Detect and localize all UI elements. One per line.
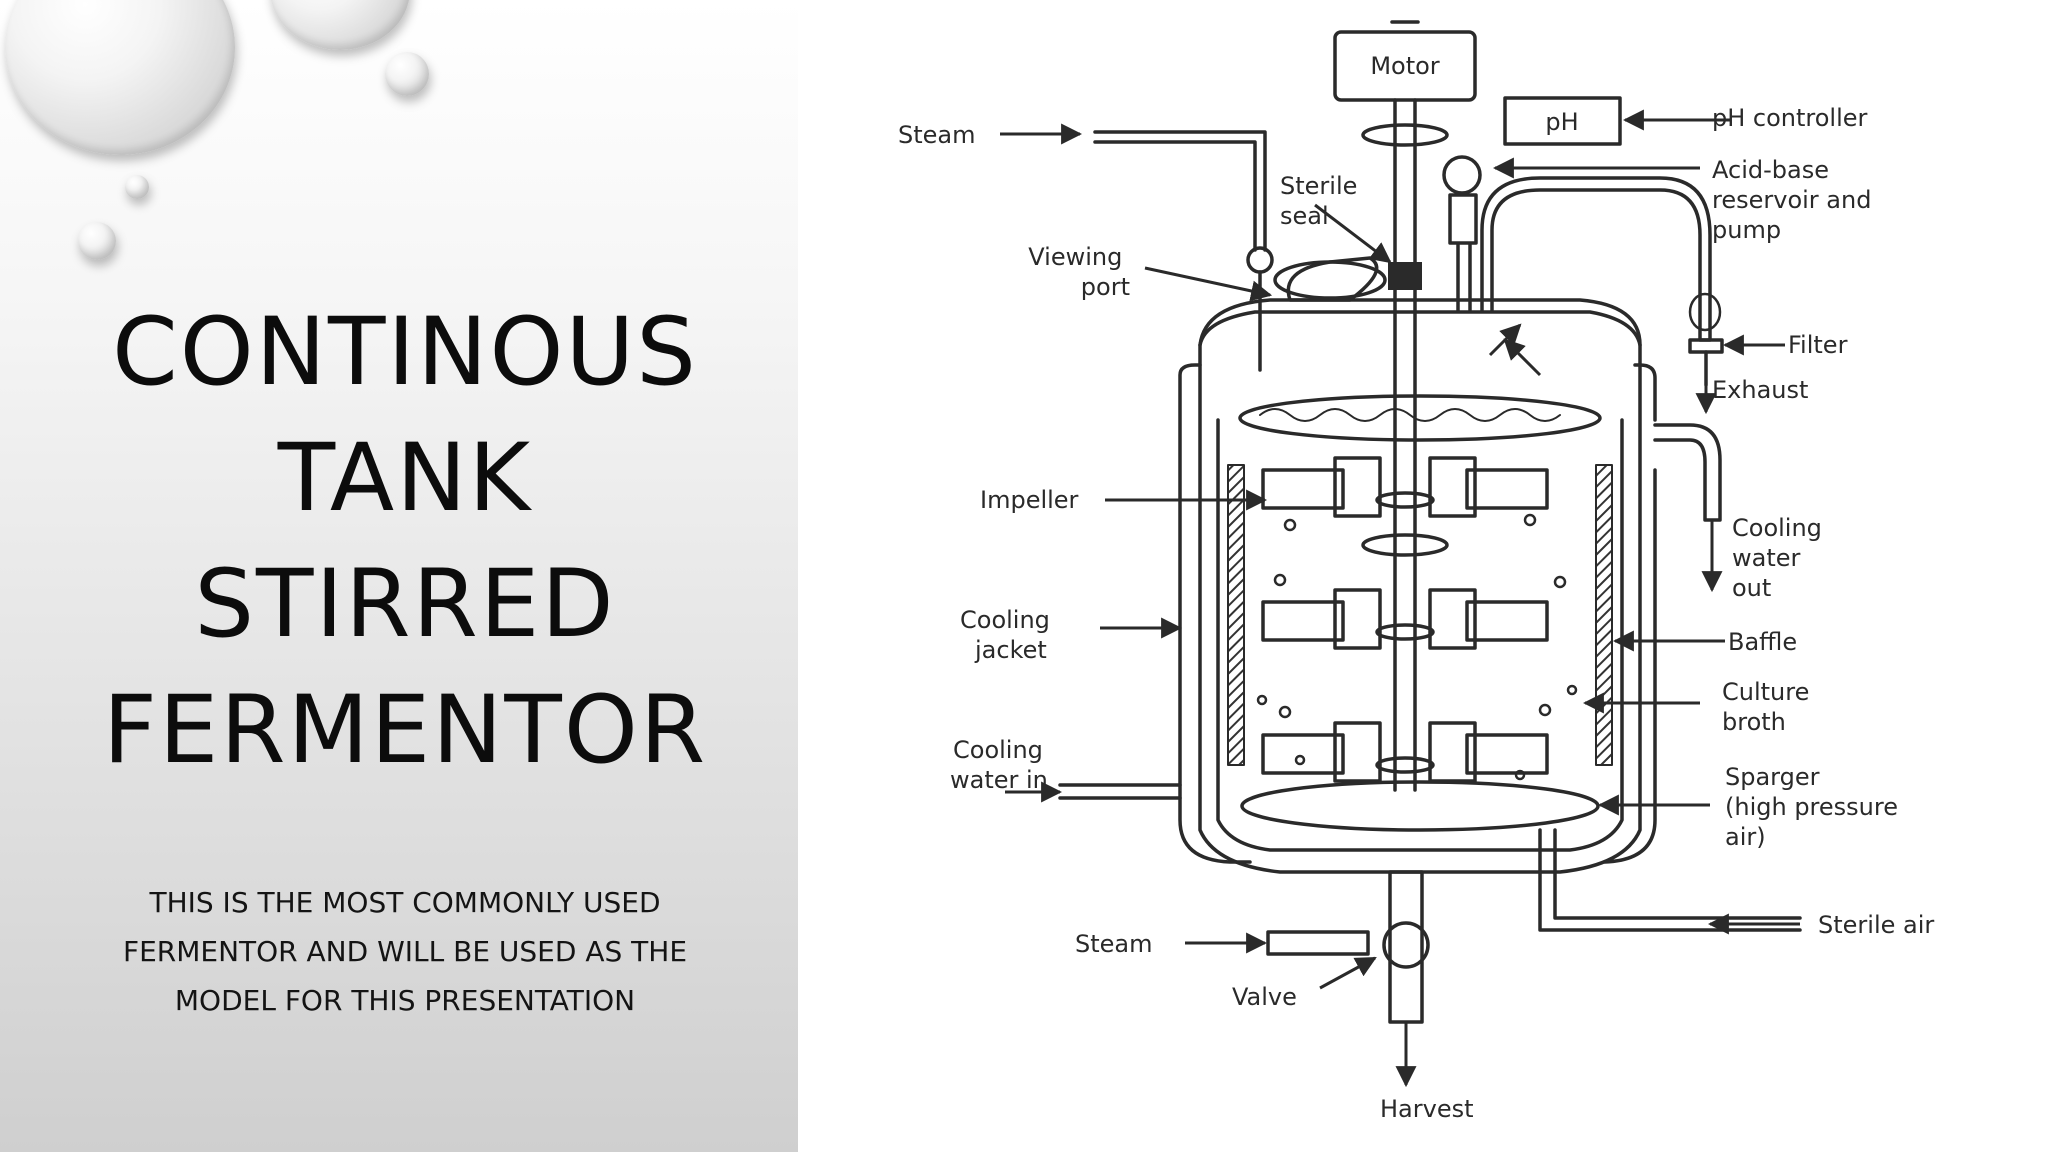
label-sterile-air: Sterile air (1818, 911, 1934, 939)
label-ph: pH (1545, 108, 1578, 136)
label-acid-base: Acid-base reservoir and pump (1712, 156, 1879, 244)
title-line: CONTINOUS (112, 298, 698, 407)
water-drop-decoration (125, 175, 149, 199)
steam-pipe-top (1093, 130, 1267, 252)
label-filter: Filter (1788, 331, 1848, 359)
vessel-dome (1198, 298, 1642, 347)
label-exhaust: Exhaust (1712, 376, 1808, 404)
harvest-pipe (1388, 870, 1424, 1024)
label-motor: Motor (1370, 52, 1439, 80)
title-panel: CONTINOUS TANK STIRRED FERMENTOR THIS IS… (0, 0, 798, 1152)
label-valve: Valve (1232, 983, 1297, 1011)
subtitle-line: FERMENTOR AND WILL BE USED AS THE (122, 935, 688, 968)
vessel-body (1198, 310, 1642, 874)
title-line: TANK (277, 424, 533, 533)
label-cooling-jacket: Cooling jacket (960, 606, 1058, 664)
steam-pipe-bottom (1266, 930, 1370, 956)
subtitle-line: THIS IS THE MOST COMMONLY USED (149, 886, 661, 919)
label-culture-broth: Culture broth (1722, 678, 1817, 736)
culture-broth-surface (1238, 394, 1602, 442)
label-impeller: Impeller (980, 486, 1079, 514)
label-viewing-port: Viewing port (1028, 243, 1130, 301)
title-line: STIRRED (194, 550, 616, 659)
label-ph-controller: pH controller (1712, 104, 1868, 132)
label-steam-bottom: Steam (1075, 930, 1153, 958)
subtitle-line: MODEL FOR THIS PRESENTATION (174, 984, 636, 1017)
water-drop-decoration (78, 222, 116, 260)
motor-box (1333, 30, 1477, 102)
impellers (1261, 456, 1549, 783)
water-drop-decoration (270, 0, 410, 50)
ph-box (1503, 96, 1622, 146)
exhaust-pipe (1480, 176, 1712, 342)
label-sterile-seal: Sterile seal (1280, 172, 1365, 230)
water-drop-decoration (5, 0, 235, 155)
filter (1688, 338, 1724, 354)
baffle-left (1227, 464, 1245, 766)
slide-title: CONTINOUS TANK STIRRED FERMENTOR (40, 290, 770, 794)
sparger (1240, 780, 1600, 832)
sterile-seal (1388, 262, 1422, 290)
label-cooling-water-in: Cooling water in (950, 736, 1051, 794)
label-baffle: Baffle (1728, 628, 1797, 656)
label-harvest: Harvest (1380, 1095, 1474, 1123)
slide-subtitle: THIS IS THE MOST COMMONLY USED FERMENTOR… (95, 878, 715, 1025)
label-steam-top: Steam (898, 121, 976, 149)
label-sparger: Sparger (high pressure air) (1725, 763, 1906, 851)
title-line: FERMENTOR (102, 676, 708, 785)
valve (1382, 921, 1430, 969)
baffle-right (1595, 464, 1613, 766)
label-cooling-water-out: Cooling water out (1732, 514, 1830, 602)
fermentor-diagram: Motor pH pH controller Steam Sterile sea… (898, 20, 1934, 1123)
diagram-labels: Motor pH pH controller Steam Sterile sea… (898, 52, 1934, 1123)
water-drop-decoration (385, 52, 429, 96)
